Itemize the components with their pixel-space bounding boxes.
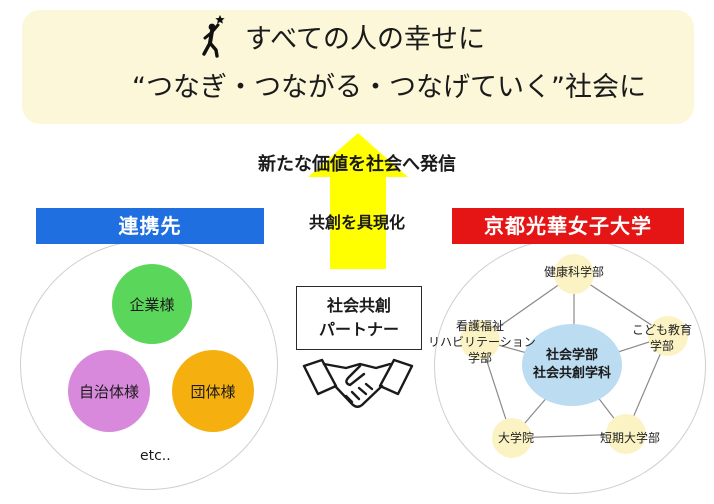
partners-header: 連携先 xyxy=(36,208,264,244)
upward-arrow xyxy=(308,133,408,269)
center-line1: 社会学部 xyxy=(545,348,598,363)
node-graduate-school: 大学院 xyxy=(497,431,534,445)
arrow-label: 共創を具現化 xyxy=(308,213,405,232)
node-nursing-line2: リハビリテーション xyxy=(428,335,536,349)
node-nursing-welfare: 看護福祉 リハビリテーション 学部 xyxy=(428,318,536,366)
university-header: 京都光華女子大学 xyxy=(452,208,684,244)
partner-box: 社会共創 パートナー xyxy=(296,286,422,350)
center-node-sociology: 社会学部 社会共創学科 xyxy=(522,324,622,406)
etc-label: etc.. xyxy=(140,448,171,464)
handshake-icon xyxy=(302,358,414,408)
bubble-organizations: 団体様 xyxy=(172,350,254,432)
vision-banner xyxy=(22,10,694,124)
center-line2: 社会共創学科 xyxy=(532,366,611,381)
node-nursing-line1: 看護福祉 xyxy=(455,319,504,333)
headline: 新たな価値を社会へ発信 xyxy=(258,154,456,175)
banner-line1: すべての人の幸せに xyxy=(245,24,486,55)
faculty-network xyxy=(460,254,688,458)
partner-line1: 社会共創 xyxy=(326,296,391,315)
bubble-municipalities: 自治体様 xyxy=(68,350,150,432)
bubble-companies: 企業様 xyxy=(112,264,192,344)
node-child-education: こども教育 学部 xyxy=(622,322,702,354)
person-reaching-star-icon xyxy=(202,15,225,58)
node-junior-college: 短期大学部 xyxy=(599,431,660,445)
partner-line2: パートナー xyxy=(318,320,399,339)
node-child-education-line2: 学部 xyxy=(649,339,674,353)
banner-line2: “つなぎ・つながる・つなげていく”社会に xyxy=(132,72,646,103)
node-health-science: 健康科学部 xyxy=(543,265,604,279)
node-child-education-line1: こども教育 xyxy=(631,323,692,337)
node-nursing-line3: 学部 xyxy=(467,351,492,365)
